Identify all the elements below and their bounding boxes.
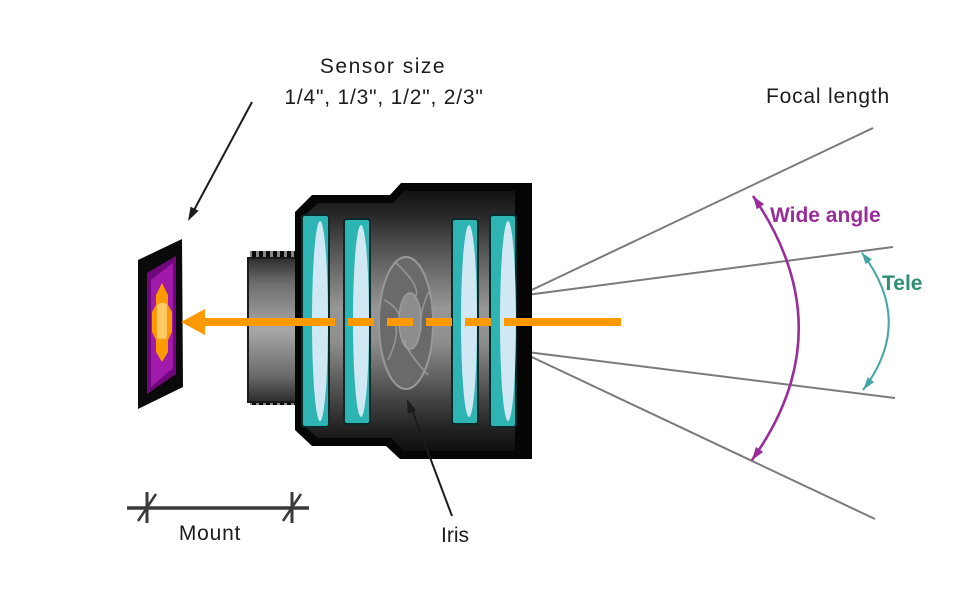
- focal-length-label: Focal length: [766, 85, 890, 108]
- mount-dimension: [127, 492, 309, 523]
- wide-angle-arrowhead-bottom: [752, 446, 764, 460]
- ray-wide-bottom: [518, 350, 876, 520]
- iris-leader-line: [410, 406, 453, 517]
- iris-leader: [407, 399, 453, 517]
- iris-label: Iris: [441, 524, 469, 547]
- ray-wide-top: [518, 127, 874, 297]
- mount-thread-tube: [247, 251, 303, 405]
- lens-element: [489, 214, 517, 428]
- tube-body: [247, 257, 303, 403]
- sensor-size-leader: [188, 101, 253, 221]
- dimension-slash-left: [136, 493, 158, 522]
- iris-blade: [394, 261, 418, 297]
- tele-arrowhead-top: [862, 253, 872, 265]
- iris-arrowhead: [407, 399, 417, 414]
- tele-arrowhead-bottom: [863, 377, 875, 390]
- sensor-size-title-label: Sensor size: [320, 55, 446, 78]
- iris-blade: [419, 289, 431, 331]
- iris-blade: [383, 299, 400, 316]
- iris-blade: [387, 325, 398, 361]
- sensor-size-arrowhead: [188, 206, 199, 221]
- mount-label: Mount: [179, 522, 241, 545]
- dimension-slash-right: [281, 493, 303, 522]
- sensor-light-spot-core: [157, 303, 167, 339]
- tele-arc-curve: [861, 252, 890, 391]
- ray-tele-bottom: [518, 350, 896, 399]
- wide-angle-arc-curve: [750, 195, 801, 461]
- wide-angle-arc: [750, 195, 801, 461]
- axis-arrowhead: [181, 309, 205, 335]
- tele-label: Tele: [882, 272, 922, 295]
- image-sensor: [138, 239, 183, 409]
- wide-angle-label: Wide angle: [770, 204, 881, 227]
- field-of-view-rays: [518, 127, 896, 520]
- optical-axis-arrow: [181, 309, 621, 335]
- sensor-size-leader-line: [192, 101, 253, 213]
- iris-blade: [403, 339, 429, 376]
- sensor-size-values-label: 1/4", 1/3", 1/2", 2/3": [284, 86, 483, 109]
- tele-arc: [861, 252, 890, 391]
- wide-angle-arrowhead-top: [753, 196, 765, 210]
- ray-tele-top: [518, 246, 894, 297]
